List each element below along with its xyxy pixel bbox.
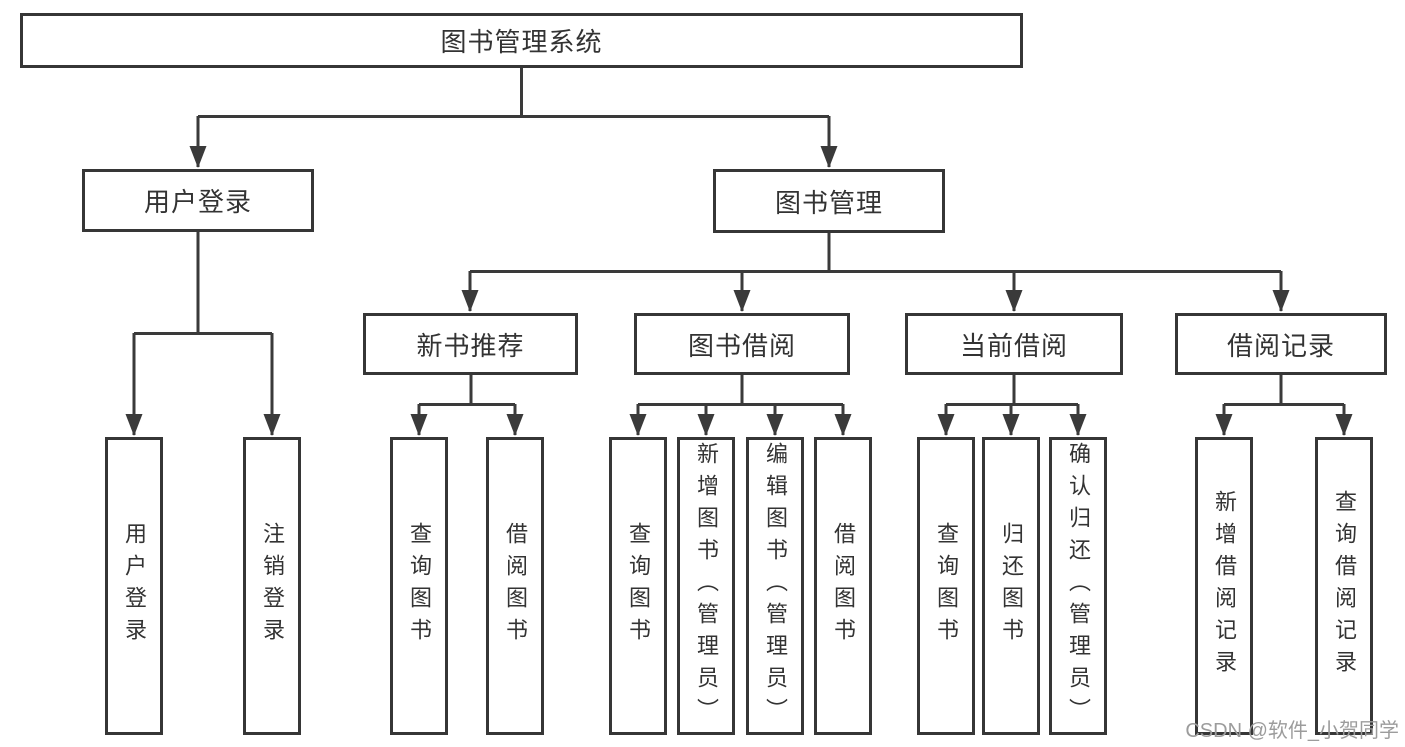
leaf-borrowing-add-books: 新增图书（管理员） xyxy=(677,437,735,735)
node-book-management-label: 图书管理 xyxy=(774,187,883,218)
node-user-login: 用户登录 xyxy=(82,169,314,232)
leaf-borrowing-add-books-label: 新增图书（管理员） xyxy=(694,442,719,730)
leaf-borrowing-edit-books: 编辑图书（管理员） xyxy=(746,437,804,735)
node-borrowing-records-label: 借阅记录 xyxy=(1226,330,1335,361)
leaf-recommend-query-books-label: 查询图书 xyxy=(407,522,432,650)
leaf-records-add-record: 新增借阅记录 xyxy=(1195,437,1253,735)
leaf-current-confirm-return-label: 确认归还（管理员） xyxy=(1066,442,1091,730)
node-book-management: 图书管理 xyxy=(713,169,945,233)
leaf-current-return-books-label: 归还图书 xyxy=(999,522,1024,650)
leaf-records-query-record: 查询借阅记录 xyxy=(1315,437,1373,735)
node-new-book-recommend: 新书推荐 xyxy=(363,313,578,375)
node-user-login-label: 用户登录 xyxy=(143,187,252,217)
leaf-records-query-record-label: 查询借阅记录 xyxy=(1332,490,1357,682)
leaf-current-query-books-label: 查询图书 xyxy=(934,522,959,650)
leaf-borrowing-borrow-books-label: 借阅图书 xyxy=(831,522,856,650)
leaf-recommend-borrow-books-label: 借阅图书 xyxy=(503,522,528,650)
leaf-recommend-borrow-books: 借阅图书 xyxy=(486,437,544,735)
node-current-borrowing: 当前借阅 xyxy=(905,313,1123,375)
leaf-login-user-login: 用户登录 xyxy=(105,437,163,735)
node-new-book-recommend-label: 新书推荐 xyxy=(416,330,525,361)
csdn-watermark: CSDN @软件_小贺同学 xyxy=(1185,720,1399,742)
leaf-borrowing-query-books: 查询图书 xyxy=(609,437,667,735)
leaf-borrowing-query-books-label: 查询图书 xyxy=(626,522,651,650)
leaf-login-logout-label: 注销登录 xyxy=(260,522,285,650)
node-current-borrowing-label: 当前借阅 xyxy=(959,330,1068,361)
node-borrowing-records: 借阅记录 xyxy=(1175,313,1387,375)
leaf-recommend-query-books: 查询图书 xyxy=(390,437,448,735)
leaf-current-confirm-return: 确认归还（管理员） xyxy=(1049,437,1107,735)
node-root-system-label: 图书管理系统 xyxy=(440,27,603,57)
leaf-current-query-books: 查询图书 xyxy=(917,437,975,735)
leaf-current-return-books: 归还图书 xyxy=(982,437,1040,735)
node-book-borrowing: 图书借阅 xyxy=(634,313,850,375)
node-book-borrowing-label: 图书借阅 xyxy=(687,330,796,361)
leaf-login-logout: 注销登录 xyxy=(243,437,301,735)
leaf-login-user-login-label: 用户登录 xyxy=(122,522,147,650)
node-root-system: 图书管理系统 xyxy=(20,13,1023,68)
leaf-records-add-record-label: 新增借阅记录 xyxy=(1212,490,1237,682)
leaf-borrowing-edit-books-label: 编辑图书（管理员） xyxy=(763,442,788,730)
leaf-borrowing-borrow-books: 借阅图书 xyxy=(814,437,872,735)
